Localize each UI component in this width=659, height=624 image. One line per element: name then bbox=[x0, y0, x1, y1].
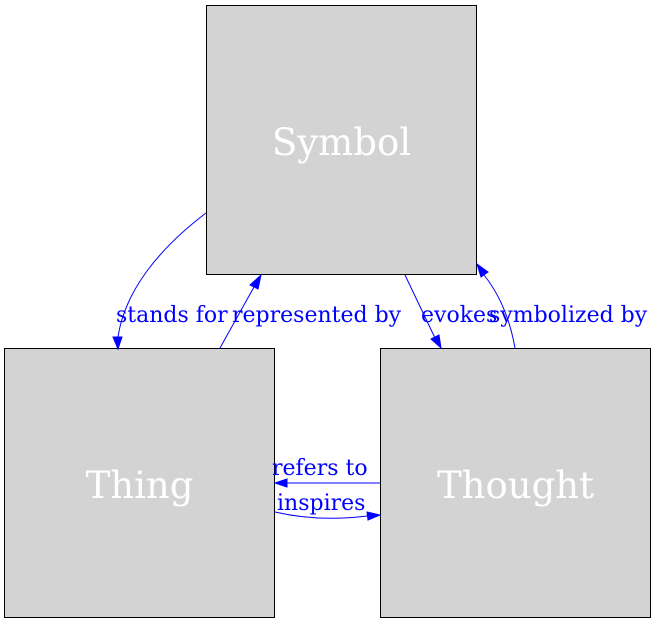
node-thing: Thing bbox=[4, 348, 275, 618]
edge-refers-to-label: refers to bbox=[272, 456, 368, 481]
node-thought-label: Thought bbox=[437, 464, 594, 507]
edge-evokes: evokes bbox=[404, 274, 497, 350]
node-symbol-label: Symbol bbox=[272, 121, 411, 164]
edge-inspires-label: inspires bbox=[277, 491, 365, 516]
edge-refers-to-arrowhead bbox=[273, 478, 288, 488]
node-thing-label: Thing bbox=[86, 464, 194, 507]
edge-stands-for: stands for bbox=[112, 212, 228, 351]
edge-refers-to: refers to bbox=[272, 456, 380, 488]
node-thought-box bbox=[380, 348, 651, 618]
edge-represented-by-label: represented by bbox=[232, 303, 402, 328]
node-symbol-box bbox=[206, 5, 477, 275]
node-symbol: Symbol bbox=[206, 5, 477, 275]
edge-symbolized-by-label: symbolized by bbox=[489, 303, 648, 328]
edge-inspires-line bbox=[274, 511, 368, 519]
edge-evokes-label: evokes bbox=[421, 303, 497, 328]
node-thought: Thought bbox=[380, 348, 651, 618]
edge-stands-for-label: stands for bbox=[116, 303, 228, 328]
edge-inspires-arrowhead bbox=[366, 511, 382, 521]
edge-evokes-arrowhead bbox=[430, 334, 442, 350]
edge-stands-for-arrowhead bbox=[112, 336, 123, 351]
edge-symbolized-by: symbolized by bbox=[476, 262, 648, 349]
edge-represented-by: represented by bbox=[219, 273, 402, 349]
edge-represented-by-arrowhead bbox=[249, 273, 262, 290]
edge-symbolized-by-arrowhead bbox=[476, 262, 489, 278]
edge-inspires: inspires bbox=[274, 491, 382, 521]
node-thing-box bbox=[4, 348, 275, 618]
edge-symbolized-by-line bbox=[483, 274, 516, 349]
edge-evokes-line bbox=[404, 274, 436, 339]
edge-stands-for-line bbox=[117, 212, 207, 338]
edge-represented-by-line bbox=[219, 286, 255, 349]
